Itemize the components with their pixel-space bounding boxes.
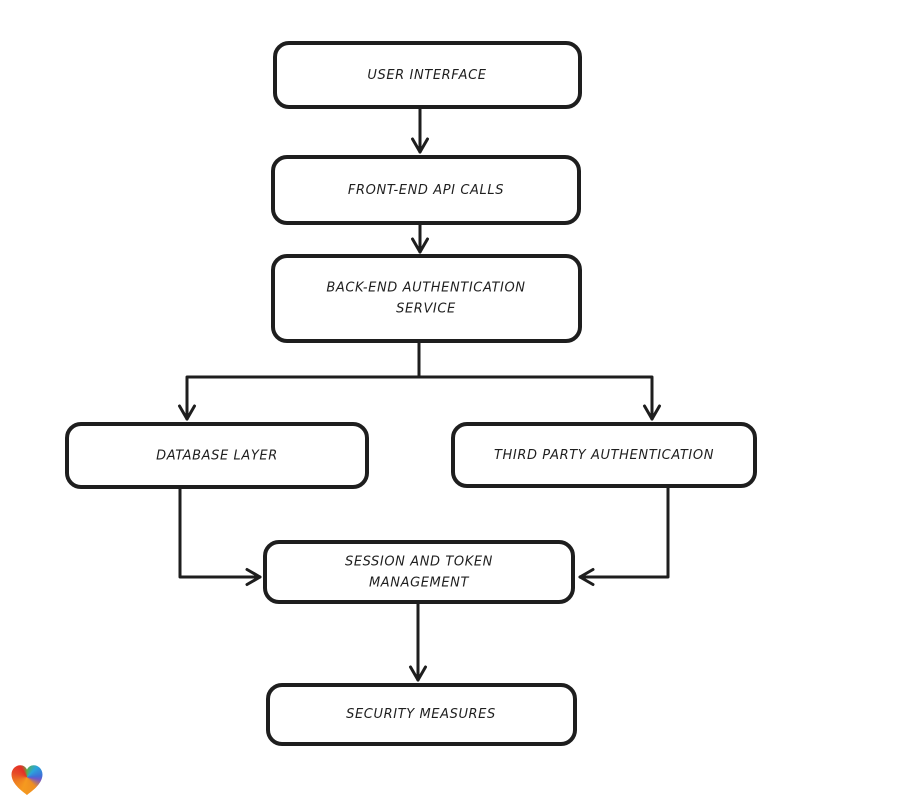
- node-box: [65, 422, 369, 489]
- edge-database-to-session: [178, 485, 262, 586]
- node-label: DATABASE LAYER: [156, 449, 278, 464]
- node-box: [273, 41, 582, 109]
- node-database-layer[interactable]: DATABASE LAYER: [65, 422, 369, 489]
- edge-thirdparty-to-session: [578, 484, 670, 586]
- node-box: [263, 540, 575, 604]
- node-label-line1: BACK-END AUTHENTICATION: [326, 281, 525, 296]
- edge-backend-to-thirdparty: [417, 375, 661, 421]
- node-label-line2: SERVICE: [396, 302, 456, 317]
- node-label: FRONT-END API CALLS: [348, 183, 504, 198]
- node-user-interface[interactable]: USER INTERFACE: [273, 41, 582, 109]
- node-box: [266, 683, 577, 746]
- node-label: USER INTERFACE: [367, 68, 486, 83]
- node-session-and-token-management[interactable]: SESSION AND TOKEN MANAGEMENT: [263, 540, 575, 604]
- node-front-end-api-calls[interactable]: FRONT-END API CALLS: [271, 155, 581, 225]
- node-label: SECURITY MEASURES: [346, 707, 496, 722]
- node-label: THIRD PARTY AUTHENTICATION: [494, 448, 714, 463]
- node-box: [271, 254, 582, 343]
- node-box: [271, 155, 581, 225]
- node-box: [451, 422, 757, 488]
- node-label-line1: SESSION AND TOKEN: [345, 555, 493, 570]
- node-security-measures[interactable]: SECURITY MEASURES: [266, 683, 577, 746]
- edge-backend-to-database: [178, 339, 421, 421]
- node-back-end-authentication-service[interactable]: BACK-END AUTHENTICATION SERVICE: [271, 254, 582, 343]
- node-third-party-authentication[interactable]: THIRD PARTY AUTHENTICATION: [451, 422, 757, 488]
- node-label-line2: MANAGEMENT: [369, 576, 470, 591]
